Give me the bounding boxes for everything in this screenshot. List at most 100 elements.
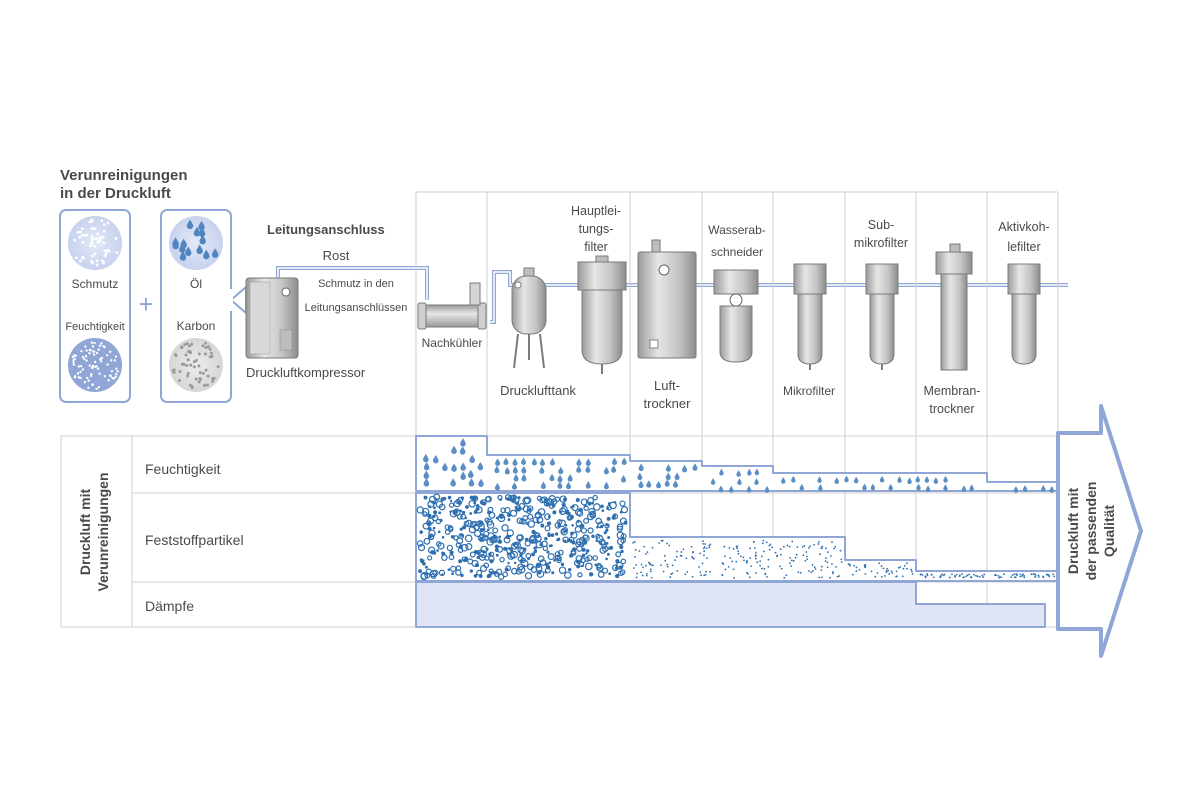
- dirt-dot: [102, 223, 106, 226]
- carbon-dot: [185, 342, 189, 346]
- moisture-dot: [83, 357, 86, 361]
- particle-dot: [473, 574, 478, 578]
- moisture-dot: [77, 376, 81, 379]
- particle-dot: [418, 569, 422, 574]
- moisture-drop: [781, 477, 786, 484]
- air-dryer-icon: [637, 239, 697, 359]
- particle-fine-dot: [650, 564, 653, 566]
- particle-dot: [526, 522, 530, 526]
- particle-ring: [511, 567, 518, 575]
- dirt-dot: [81, 234, 84, 237]
- oil-drop: [185, 246, 192, 257]
- particle-fine-dot: [902, 567, 905, 570]
- particle-dot: [606, 552, 610, 556]
- moisture-dot: [72, 354, 76, 357]
- particle-fine-dot: [737, 552, 740, 555]
- particle-ring: [619, 500, 626, 507]
- particle-fine-dot: [796, 546, 799, 548]
- particle-fine-dot: [819, 553, 822, 556]
- contaminants-pointer: [230, 286, 247, 314]
- particle-fine-dot: [809, 545, 812, 548]
- particle-ring: [592, 494, 598, 501]
- particle-fine-dot: [754, 555, 757, 557]
- particle-ring: [599, 546, 607, 554]
- particle-ring: [535, 564, 543, 572]
- particle-fine-dot: [674, 559, 676, 561]
- particle-dot: [531, 552, 535, 557]
- particle-fine-dot: [768, 544, 771, 547]
- moisture-drop: [576, 465, 582, 473]
- particle-ring: [587, 497, 595, 504]
- particle-ring: [416, 506, 425, 514]
- moisture-drop: [907, 477, 912, 485]
- particle-dot: [447, 568, 451, 571]
- carbon-dot: [173, 353, 177, 357]
- particle-fine-dot: [643, 545, 645, 548]
- particle-fine-dot: [899, 566, 902, 568]
- particle-dot: [436, 549, 439, 552]
- carbon-dot: [204, 341, 208, 345]
- particle-ring: [464, 534, 473, 543]
- particle-dot: [522, 547, 527, 552]
- particle-ring: [544, 513, 551, 520]
- particle-fine-dot: [941, 573, 943, 576]
- moisture-dot: [95, 351, 99, 355]
- particle-fine-dot: [755, 572, 757, 574]
- particle-ring: [425, 568, 432, 575]
- particle-fine-dot: [640, 563, 643, 566]
- moisture-drop: [549, 473, 555, 482]
- particle-dot: [603, 531, 607, 535]
- particle-dot: [518, 538, 522, 543]
- particle-dot: [539, 543, 543, 547]
- particle-ring: [517, 555, 524, 563]
- moisture-drop: [504, 466, 510, 475]
- particle-dot: [545, 565, 551, 570]
- particle-ring: [484, 517, 490, 523]
- particle-dot: [482, 527, 486, 532]
- particle-fine-dot: [701, 562, 704, 565]
- particle-ring: [421, 507, 430, 516]
- particle-ring: [496, 545, 504, 553]
- moisture-drop: [747, 468, 752, 476]
- particle-fine-dot: [882, 567, 885, 570]
- moisture-drop: [423, 453, 429, 463]
- particle-fine-dot: [1046, 574, 1049, 576]
- row-label-particles: Feststoffpartikel: [145, 532, 244, 548]
- particle-ring: [458, 533, 465, 539]
- mainline-filter-label-1: Hauptlei-: [571, 204, 621, 218]
- particle-fine-dot: [666, 542, 668, 545]
- carbon-circle-icon: [169, 338, 223, 392]
- particle-fine-dot: [790, 559, 793, 562]
- submicro-filter-label-2: mikrofilter: [854, 236, 908, 250]
- particle-dot: [459, 527, 463, 531]
- particle-dot: [594, 563, 598, 567]
- particle-ring: [562, 536, 570, 544]
- moisture-drop: [925, 485, 931, 493]
- dirt-dot: [115, 251, 119, 255]
- particle-dot: [548, 561, 552, 565]
- moisture-dot: [114, 355, 118, 358]
- particle-fine-dot: [1011, 574, 1014, 577]
- particle-fine-dot: [659, 564, 662, 566]
- moisture-dot: [95, 387, 98, 391]
- moisture-dot: [108, 350, 112, 353]
- particle-fine-dot: [804, 559, 807, 562]
- particle-fine-dot: [1015, 573, 1018, 575]
- moisture-drop: [567, 474, 573, 482]
- particle-ring: [577, 572, 583, 578]
- particle-dot: [546, 521, 552, 526]
- oil-drop: [196, 244, 203, 255]
- membrane-dryer-label-2: trockner: [929, 402, 974, 416]
- moisture-drop: [637, 472, 643, 481]
- carbon-dot: [211, 379, 215, 383]
- moisture-drop: [585, 481, 591, 489]
- moisture-drop: [469, 454, 476, 464]
- particle-dot: [517, 496, 521, 500]
- particle-ring: [539, 496, 546, 504]
- particle-fine-dot: [965, 575, 968, 578]
- moisture-drop: [754, 468, 760, 476]
- particle-fine-dot: [807, 546, 810, 549]
- particle-fine-dot: [832, 571, 834, 573]
- particle-fine-dot: [847, 563, 850, 566]
- particle-dot: [449, 550, 454, 555]
